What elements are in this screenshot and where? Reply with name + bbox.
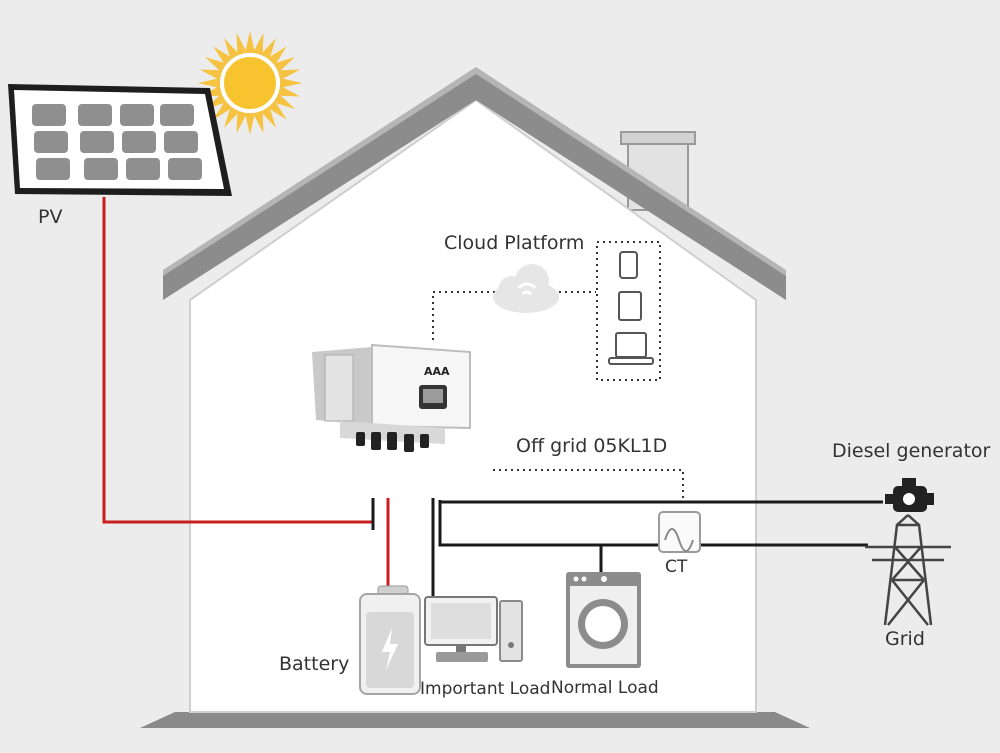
pv-label: PV: [38, 206, 63, 228]
washing-machine-icon: [566, 572, 641, 668]
computer-icon: [424, 596, 523, 662]
cloud-icon: [493, 264, 559, 313]
cloud-platform-label: Cloud Platform: [444, 232, 585, 254]
battery-label: Battery: [279, 653, 350, 675]
ac-wiring: [431, 498, 883, 598]
svg-text:AAA: AAA: [424, 365, 450, 378]
sun-icon: [198, 31, 302, 135]
phone-icon: [619, 251, 638, 279]
solar-panel-icon: [8, 84, 232, 196]
ct-label: CT: [665, 557, 688, 577]
comm-lines: [432, 241, 684, 502]
laptop-icon: [608, 332, 654, 365]
tablet-icon: [618, 291, 642, 321]
ground: [140, 712, 810, 728]
pv-line: [102, 197, 372, 524]
grid-tower-icon: [865, 514, 951, 626]
inverter-icon: AAA: [312, 343, 471, 452]
ct-sensor-icon: [658, 511, 701, 553]
diesel-generator-icon: [885, 478, 934, 512]
house-wall: [189, 98, 757, 713]
grid-label: Grid: [885, 628, 925, 650]
diesel-generator-label: Diesel generator: [832, 440, 991, 462]
battery-icon: [359, 585, 421, 695]
normal-load-label: Normal Load: [551, 678, 659, 698]
inverter-model-label: Off grid 05KL1D: [516, 435, 668, 457]
important-load-label: Important Load: [420, 679, 551, 699]
